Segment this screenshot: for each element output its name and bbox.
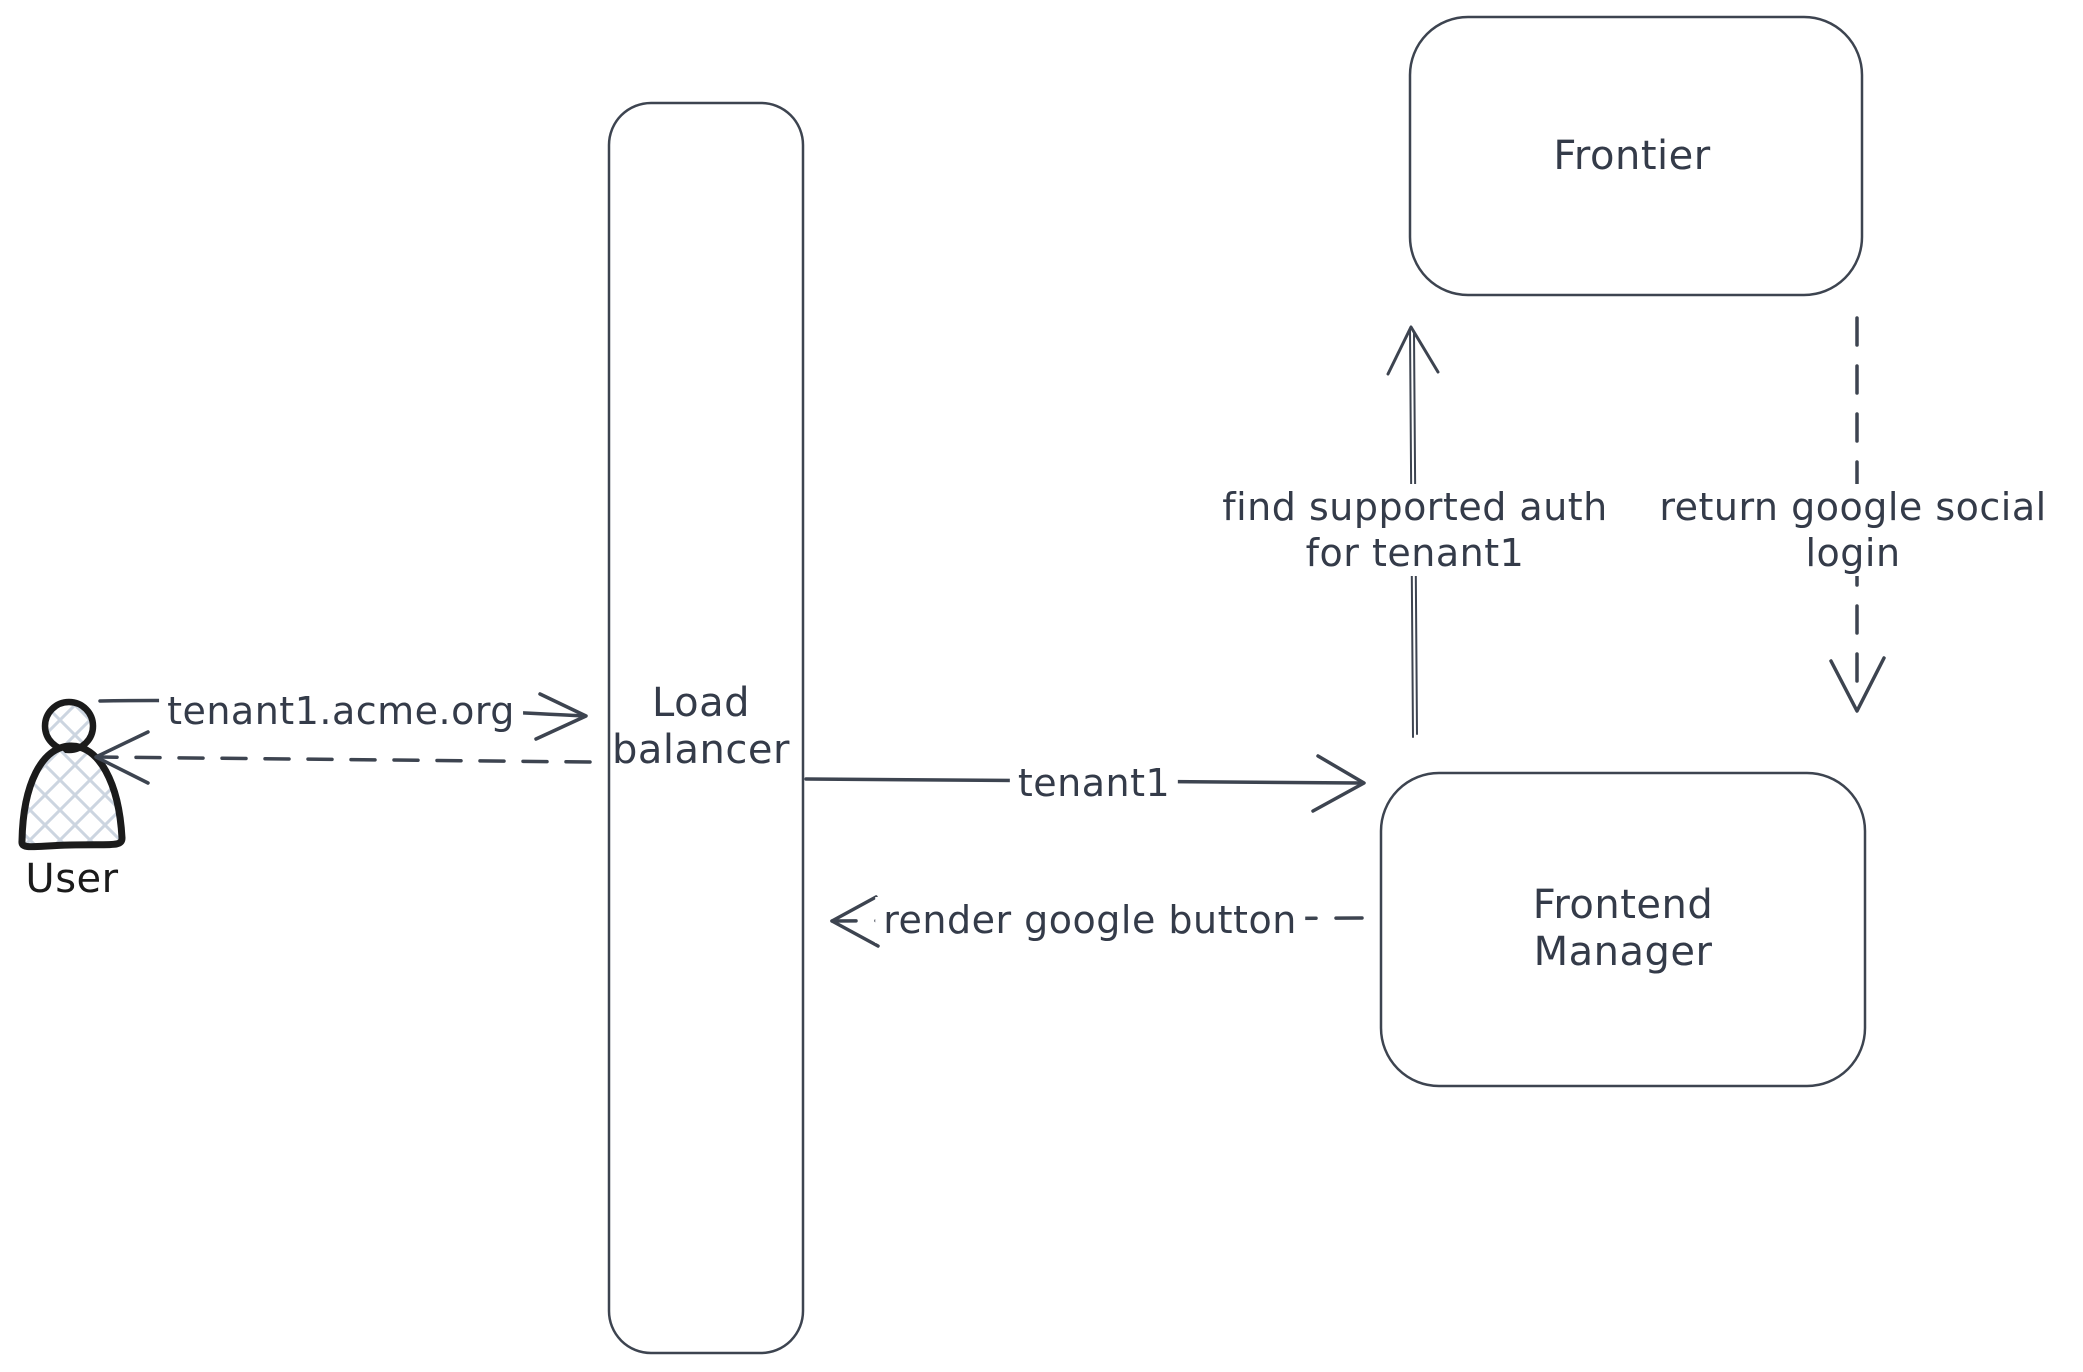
- arrow-load-balancer-to-user: [94, 730, 592, 785]
- load-balancer-label: Load balancer: [612, 680, 790, 774]
- frontend-manager-label: Frontend Manager: [1533, 882, 1714, 976]
- edge-label-tenant1-acme-org: tenant1.acme.org: [159, 688, 523, 734]
- load-balancer-label-line2: balancer: [612, 727, 790, 773]
- edge-label-tenant1: tenant1: [1009, 760, 1179, 806]
- frontier-label: Frontier: [1553, 133, 1711, 179]
- user-label: User: [25, 856, 119, 902]
- edge-label-find-supported-auth-line2: for tenant1: [1305, 531, 1525, 575]
- arrowhead-down-icon: [1829, 656, 1886, 713]
- frontend-manager-label-line1: Frontend: [1532, 882, 1714, 928]
- edge-label-find-supported-auth-line1: find supported auth: [1222, 485, 1608, 529]
- arrowhead-left-icon: [830, 895, 880, 948]
- edge-label-return-google-social-login: return google social login: [1651, 484, 2055, 576]
- user-icon: [18, 698, 126, 851]
- edge-label-render-google-button: render google button: [875, 897, 1305, 943]
- arrowhead-up-icon: [1386, 325, 1440, 376]
- load-balancer-box: [607, 101, 805, 1355]
- arrowhead-left-icon: [94, 730, 150, 785]
- frontend-manager-label-line2: Manager: [1533, 929, 1713, 975]
- arrowhead-right-icon: [534, 692, 588, 741]
- frontier-box: [1408, 15, 1864, 297]
- edge-label-find-supported-auth: find supported auth for tenant1: [1214, 484, 1616, 576]
- frontend-manager-box: [1379, 771, 1867, 1088]
- edge-label-return-google-social-login-line2: login: [1805, 531, 1901, 575]
- edge-label-return-google-social-login-line1: return google social: [1659, 485, 2047, 529]
- arrowhead-right-icon: [1311, 754, 1366, 813]
- load-balancer-label-line1: Load: [652, 680, 750, 726]
